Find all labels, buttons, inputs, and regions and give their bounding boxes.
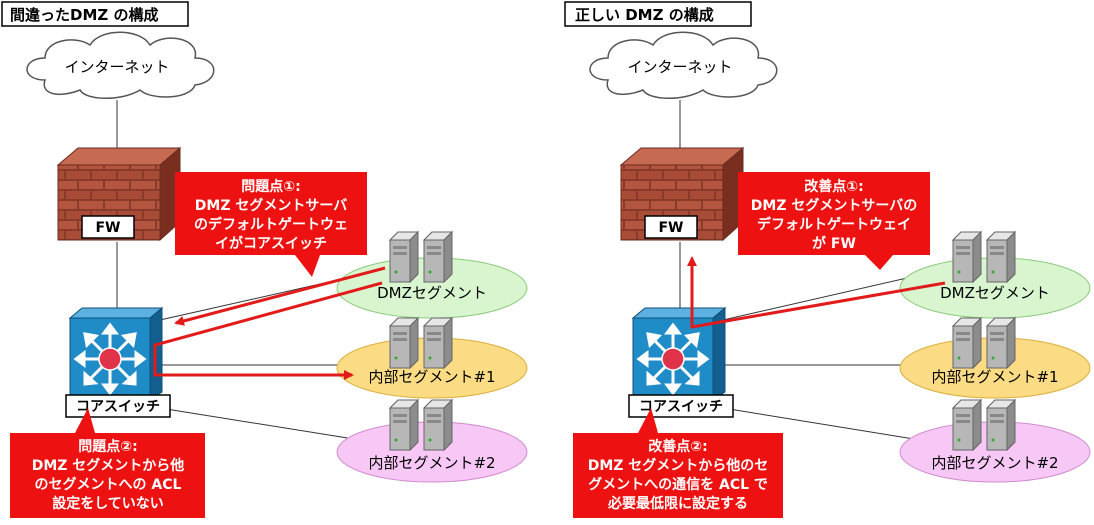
right-fw-label: FW bbox=[658, 220, 683, 236]
right-dmz-label: DMZセグメント bbox=[940, 284, 1050, 302]
left-fw-label: FW bbox=[95, 220, 120, 236]
left-arrow-dmz-to-switch bbox=[174, 266, 386, 326]
right-callout1-line2: DMZ セグメントサーバの bbox=[751, 197, 917, 214]
right-internal2-label: 内部セグメント#2 bbox=[931, 454, 1058, 472]
right-callout1-line3: デフォルトゲートウェイ bbox=[757, 216, 911, 233]
left-callout1-line2: DMZ セグメントサーバ bbox=[195, 197, 347, 214]
left-title-box: 間違ったDMZ の構成 bbox=[1, 1, 189, 27]
right-panel: 正しい DMZ の構成 インターネット FW bbox=[564, 1, 1091, 518]
right-internal2-segment: 内部セグメント#2 bbox=[899, 399, 1091, 483]
right-switch-label: コアスイッチ bbox=[639, 399, 723, 415]
left-callout1-line1: 問題点①: bbox=[241, 178, 300, 195]
left-line-switch-internal2 bbox=[159, 407, 361, 441]
left-callout2-line1: 問題点②: bbox=[78, 438, 137, 455]
left-callout2-line2: DMZ セグメントから他 bbox=[32, 457, 185, 474]
right-firewall: FW bbox=[619, 146, 745, 242]
right-line-switch-dmz bbox=[722, 274, 921, 321]
left-callout-problem1: 問題点①: DMZ セグメントサーバ のデフォルトゲートウェ イがコアスイッチ bbox=[175, 172, 367, 277]
right-internal1-segment: 内部セグメント#1 bbox=[899, 317, 1091, 399]
right-callout1-line1: 改善点①: bbox=[804, 178, 863, 195]
right-title: 正しい DMZ の構成 bbox=[575, 6, 714, 24]
left-callout1-line3: のデフォルトゲートウェ bbox=[194, 216, 348, 233]
left-core-switch: コアスイッチ bbox=[65, 306, 171, 418]
left-callout1-line4: イがコアスイッチ bbox=[215, 235, 327, 252]
left-arrow-dmz-to-internal1 bbox=[153, 281, 383, 380]
right-callout-improvement2: 改善点②: DMZ セグメントから他のセ グメントへの通信を ACL で 必要最… bbox=[573, 408, 783, 518]
right-core-switch: コアスイッチ bbox=[628, 306, 734, 418]
left-callout2-line4: 設定をしていない bbox=[52, 495, 164, 512]
left-internet-cloud: インターネット bbox=[26, 31, 215, 99]
left-firewall: FW bbox=[56, 146, 182, 242]
left-title: 間違ったDMZ の構成 bbox=[10, 6, 158, 24]
left-internal1-segment: 内部セグメント#1 bbox=[336, 317, 528, 399]
left-dmz-segment: DMZセグメント bbox=[336, 231, 528, 319]
right-title-box: 正しい DMZ の構成 bbox=[564, 1, 752, 27]
right-internet-cloud: インターネット bbox=[589, 31, 778, 99]
right-callout-improvement1: 改善点①: DMZ セグメントサーバの デフォルトゲートウェイ が FW bbox=[738, 172, 930, 270]
left-panel: 間違ったDMZ の構成 インターネット FW bbox=[1, 1, 528, 518]
right-callout2-line4: 必要最低限に設定する bbox=[607, 495, 748, 512]
left-callout2-line3: のセグメントへの ACL bbox=[35, 476, 182, 493]
left-internal2-label: 内部セグメント#2 bbox=[368, 454, 495, 472]
right-dmz-segment: DMZセグメント bbox=[899, 231, 1091, 319]
right-callout2-line1: 改善点②: bbox=[648, 438, 707, 455]
left-callout-problem2: 問題点②: DMZ セグメントから他 のセグメントへの ACL 設定をしていない bbox=[10, 408, 205, 518]
left-dmz-label: DMZセグメント bbox=[377, 284, 487, 302]
right-callout2-line2: DMZ セグメントから他のセ bbox=[588, 457, 769, 474]
right-callout1-line4: が FW bbox=[812, 235, 856, 252]
right-arrow-dmz-to-fw bbox=[687, 256, 946, 329]
left-internal2-segment: 内部セグメント#2 bbox=[336, 399, 528, 483]
right-callout2-line3: グメントへの通信を ACL で bbox=[588, 476, 768, 493]
right-line-switch-internal2 bbox=[722, 407, 921, 441]
right-internal1-label: 内部セグメント#1 bbox=[931, 368, 1058, 386]
left-internal1-label: 内部セグメント#1 bbox=[368, 368, 495, 386]
left-internet-label: インターネット bbox=[64, 58, 169, 76]
left-switch-label: コアスイッチ bbox=[76, 399, 160, 415]
right-internet-label: インターネット bbox=[627, 58, 732, 76]
